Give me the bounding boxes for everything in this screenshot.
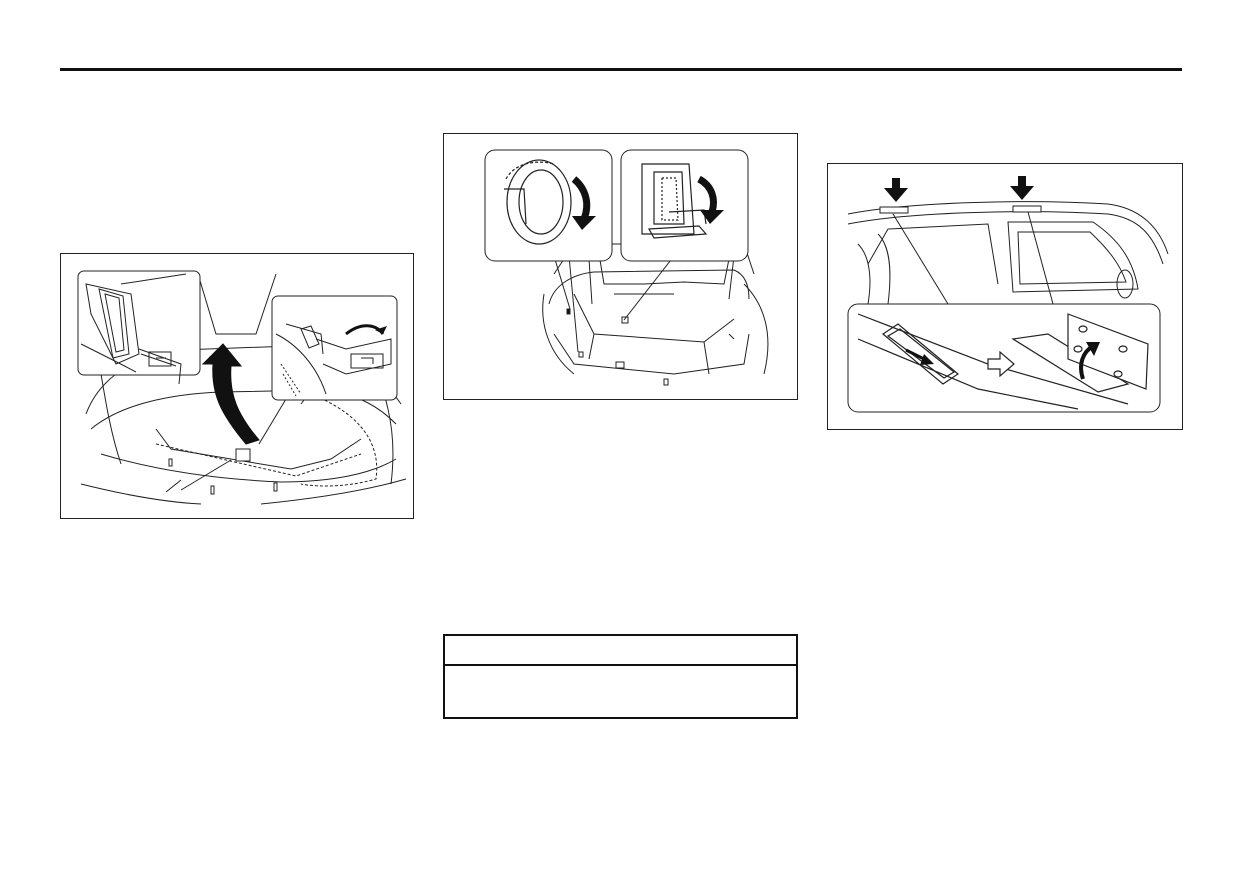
header-rule xyxy=(60,68,1182,71)
lift-arrow-icon xyxy=(201,343,260,445)
inset-rail-cover xyxy=(847,303,1161,413)
inset-left xyxy=(77,270,201,385)
figure-roof-rail-covers xyxy=(827,163,1183,430)
lift-cover-arrow-icon xyxy=(1086,342,1100,356)
figure-luggage-floor-board xyxy=(60,253,414,519)
then-arrow-icon xyxy=(987,350,1015,378)
note-table-header xyxy=(445,636,796,666)
hook-rotate-arrow-right-icon xyxy=(700,210,724,224)
inset-hook-right xyxy=(620,149,749,262)
note-table-body xyxy=(445,666,796,678)
slide-arrow-icon xyxy=(920,354,934,365)
cargo-hooks-illustration xyxy=(484,149,769,386)
note-table xyxy=(443,634,798,719)
inset-hook-left xyxy=(484,149,613,262)
figure-cargo-hooks xyxy=(443,133,798,400)
arrow-markers xyxy=(884,176,1034,202)
hook-rotate-arrow-icon xyxy=(572,216,596,230)
roof-rail-illustration xyxy=(847,176,1169,413)
down-arrow-right-icon xyxy=(1010,176,1034,200)
down-arrow-left-icon xyxy=(884,178,908,202)
floor-board-illustration xyxy=(77,270,407,505)
inset-right xyxy=(271,295,398,401)
